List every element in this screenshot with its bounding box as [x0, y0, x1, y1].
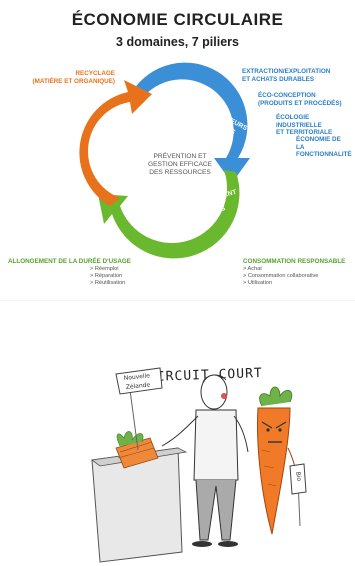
orange-arrow-label: GESTION DES DÉCHETS	[113, 116, 146, 194]
center-text-1: PRÉVENTION ET	[153, 151, 206, 160]
sign-nouvelle-zelande: Nouvelle Zélande	[115, 367, 163, 451]
bottom-left-title: ALLONGEMENT DE LA DURÉE D'USAGE	[8, 258, 132, 265]
bottom-left-item-3: > Réutilisation	[90, 279, 126, 286]
page-title: ÉCONOMIE CIRCULAIRE	[71, 10, 284, 29]
angry-carrot-figure	[257, 386, 301, 535]
center-text-3: DES RESSOURCES	[149, 169, 211, 176]
right-item-2: ÉCO-CONCEPTION (PRODUITS ET PROCÉDÉS)	[258, 92, 354, 107]
cartoon-illustration: Nouvelle Zélande Bio	[90, 367, 307, 563]
bottom-right-item-1: > Achat	[243, 265, 262, 272]
sign-left-line1: Nouvelle	[123, 372, 150, 382]
blue-arrow	[132, 62, 250, 183]
green-arrow	[98, 170, 240, 259]
bottom-right-title: CONSOMMATION RESPONSABLE	[243, 258, 346, 265]
left-top-subtitle: (MATIÈRE ET ORGANIQUE)	[32, 77, 115, 85]
right-item-3-line1: ÉCOLOGIE INDUSTRIELLE	[276, 114, 322, 129]
bottom-left-item-1: > Réemploi	[90, 265, 119, 272]
orange-arrow	[79, 80, 152, 206]
right-item-4-line1: ÉCONOMIE DE	[296, 136, 341, 143]
bottom-left-item-2: > Réparation	[90, 272, 123, 279]
bottom-right-block: CONSOMMATION RESPONSABLE > Achat > Conso…	[243, 258, 353, 287]
right-item-2-line1: ÉCO-CONCEPTION	[258, 92, 316, 99]
sign-left-line2: Zélande	[125, 381, 150, 391]
right-item-1: EXTRACTION/EXPLOITATION ET ACHATS DURABL…	[242, 68, 354, 83]
circular-economy-diagram: OFFRE DES ACTEURS ÉCONOMIQUES DEMANDE ET…	[79, 62, 250, 259]
right-item-1-line1: EXTRACTION/EXPLOITATION	[242, 68, 331, 75]
right-item-4-line2: LA FONCTIONNALITÉ	[296, 143, 352, 159]
shopper-figure	[161, 374, 249, 547]
right-item-1-line2: ET ACHATS DURABLES	[242, 75, 315, 83]
sign-bio: Bio	[289, 463, 307, 527]
left-top-label: RECYCLAGE (MATIÈRE ET ORGANIQUE)	[20, 70, 115, 85]
right-item-3-line2: ET TERRITORIALE	[276, 129, 333, 137]
center-text-2: GESTION EFFICACE	[148, 161, 213, 168]
left-top-title: RECYCLAGE	[75, 70, 115, 77]
right-item-2-line2: (PRODUITS ET PROCÉDÉS)	[258, 99, 342, 107]
bottom-right-item-3: > Utilisation	[243, 279, 273, 286]
page-subtitle: 3 domaines, 7 piliers	[116, 35, 239, 49]
sign-right-text: Bio	[294, 471, 303, 482]
right-item-3: ÉCOLOGIE INDUSTRIELLE ET TERRITORIALE	[276, 114, 354, 137]
section-divider	[0, 300, 355, 301]
bottom-left-block: ALLONGEMENT DE LA DURÉE D'USAGE > Réempl…	[8, 258, 148, 287]
right-item-4: ÉCONOMIE DE LA FONCTIONNALITÉ	[296, 136, 355, 159]
bottom-right-item-2: > Consommation collaborative	[243, 272, 319, 279]
